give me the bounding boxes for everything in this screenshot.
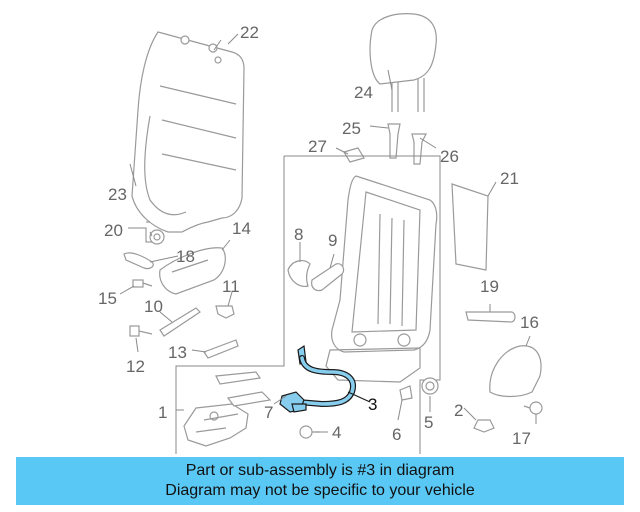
part-14-side-trim [159,247,226,295]
seat-back-frame [325,175,438,383]
callout-6: 6 [392,425,401,444]
diagram-caption-banner: Part or sub-assembly is #3 in diagram Di… [16,457,624,505]
callout-20: 20 [104,221,123,240]
part-17-bolt [523,401,543,415]
leader-lines [119,33,537,433]
callout-12: 12 [126,357,145,376]
callout-7: 7 [264,403,273,422]
callout-15: 15 [98,289,117,308]
part-26-headrest-guide [411,133,427,165]
part-12-bolt [129,325,153,337]
part-5-bushing [421,377,439,395]
part-24-headrest [369,13,437,112]
part-8-bracket [287,260,311,287]
callout-16: 16 [520,313,539,332]
callout-13: 13 [168,343,187,362]
callout-19: 19 [480,277,499,296]
part-25-headrest-guide [387,123,401,159]
callout-17: 17 [512,429,531,448]
part-13-bracket [203,339,239,359]
callout-2: 2 [454,401,463,420]
callout-23: 23 [108,185,127,204]
callout-labels: 1 2 3 4 5 6 7 8 9 10 11 12 13 14 15 16 1… [98,23,539,448]
callout-9: 9 [328,231,337,250]
part-7-lever [215,371,272,407]
part-20-grommet [149,229,165,245]
callout-3: 3 [368,395,377,414]
caption-part-line: Part or sub-assembly is #3 in diagram [185,462,455,479]
callout-27: 27 [308,137,327,156]
caption-disclaimer-line: Diagram may not be specific to your vehi… [165,482,475,499]
part-18-latch-cover [123,252,154,270]
callout-8: 8 [294,225,303,244]
part-9-handle [311,263,345,292]
part-21-pad [451,183,489,271]
part-11-clip [215,305,235,319]
callout-22: 22 [240,23,259,42]
callout-1: 1 [158,403,167,422]
callout-11: 11 [222,277,240,296]
callout-18: 18 [176,247,195,266]
callout-25: 25 [342,119,361,138]
callout-5: 5 [424,413,433,432]
parts-diagram: 1 2 3 4 5 6 7 8 9 10 11 12 13 14 15 16 1… [98,13,543,454]
part-19-strip [465,311,516,323]
callout-10: 10 [144,297,163,316]
callout-26: 26 [440,147,459,166]
part-16-recliner-cover [489,345,542,398]
callout-21: 21 [500,169,519,188]
part-6-clip [399,385,413,401]
callout-4: 4 [332,423,341,442]
part-3-cable-highlighted [279,344,356,413]
part-2-nut [473,419,495,433]
part-1-mechanism [183,403,249,447]
callout-24: 24 [354,83,373,102]
callout-14: 14 [232,219,251,238]
part-10-rod [159,307,201,337]
part-22-seat-back-cushion [131,31,245,233]
part-15-screw [132,279,153,288]
part-27-clip [343,147,365,163]
